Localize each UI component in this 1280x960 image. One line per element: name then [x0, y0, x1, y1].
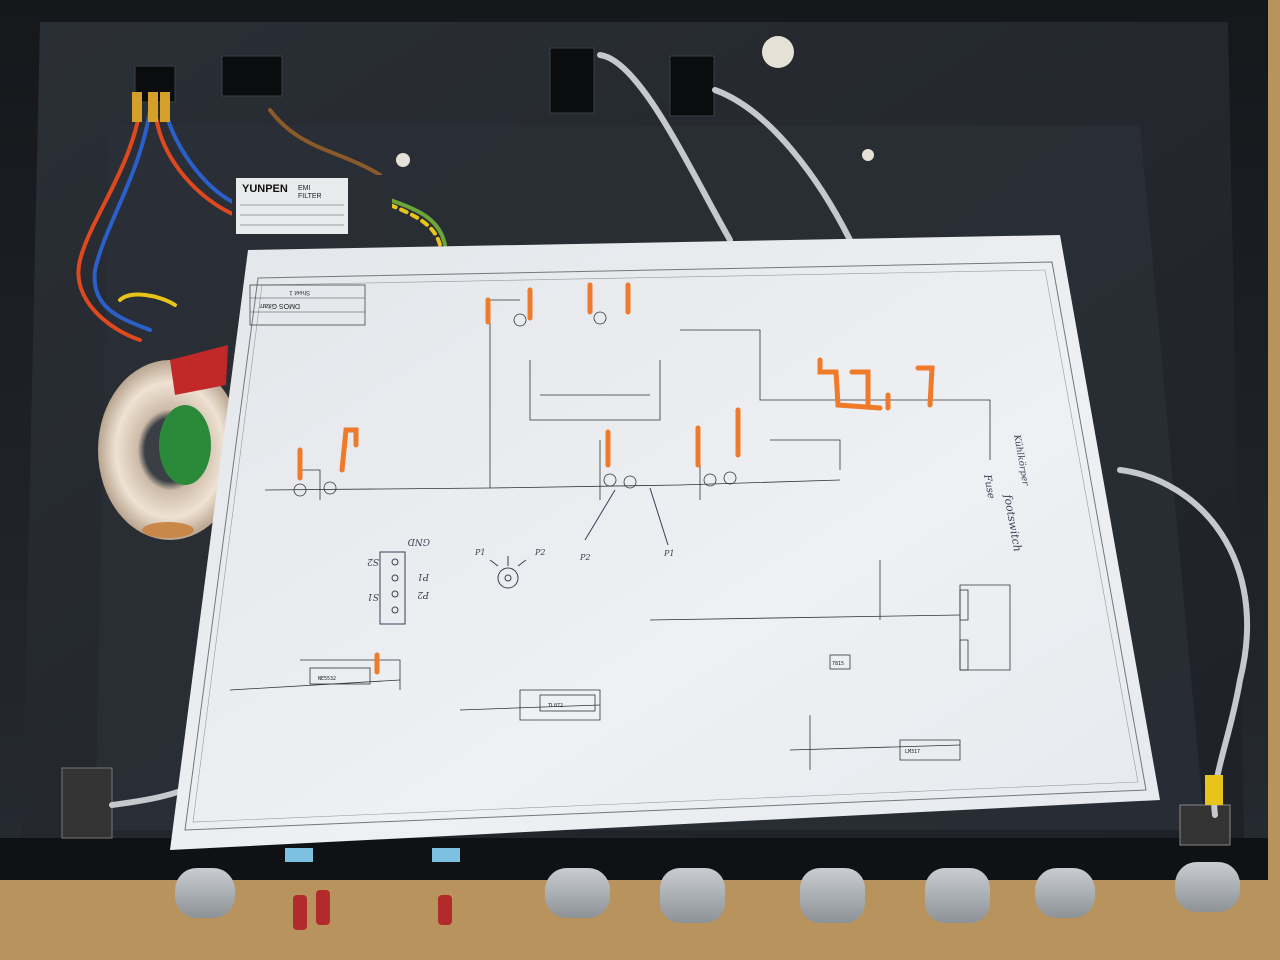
pin-s2: S2: [367, 556, 379, 566]
pin-p2: P2: [417, 589, 430, 599]
toggle-switch[interactable]: [316, 890, 330, 925]
rear-jack: [669, 55, 715, 117]
filter-brand: YUNPEN: [242, 183, 288, 195]
pot-p2: P2: [534, 548, 545, 557]
knob[interactable]: [545, 868, 610, 918]
pot-p1: P1: [474, 548, 485, 557]
arrow-sketch: [584, 487, 669, 546]
pin-gnd: GND: [408, 536, 430, 546]
schematic-sheet: DMOS Gitarr Sheet 1: [170, 235, 1160, 850]
panel-hole: [762, 36, 794, 68]
shielded-cable: [1117, 467, 1251, 818]
title-block-sheet: Sheet 1: [289, 289, 310, 295]
led-bezel: [285, 848, 313, 862]
pin-header-sketch: [379, 551, 406, 625]
rear-jack: [221, 55, 283, 97]
arrow-label-p2: P2: [579, 553, 590, 562]
title-block: DMOS Gitarr Sheet 1: [249, 284, 366, 326]
ic-label: 7815: [832, 661, 844, 667]
ic-label: NE5532: [318, 676, 336, 682]
shielded-cables: [109, 52, 1251, 818]
panel-hole: [396, 153, 410, 167]
shielded-cable: [712, 87, 853, 243]
title-block-name: DMOS Gitarr: [259, 302, 300, 309]
toggle-switches: [285, 848, 460, 930]
knob[interactable]: [175, 868, 235, 918]
filter-type-line2: FILTER: [298, 193, 322, 200]
pin-s1: S1: [367, 591, 379, 601]
schematic-frame: [184, 261, 1147, 831]
knob-row: [175, 862, 1240, 923]
knob[interactable]: [925, 868, 990, 923]
rear-jacks: [61, 36, 1231, 846]
led-bezel: [432, 848, 460, 862]
note-fuse: Fuse: [981, 473, 996, 500]
schematic-traces: [229, 299, 1011, 770]
ic-label: TL072: [548, 703, 563, 709]
knob[interactable]: [800, 868, 865, 923]
rear-jack: [549, 47, 595, 114]
toggle-switch[interactable]: [438, 895, 452, 925]
jack-socket: [61, 767, 113, 839]
panel-hole: [862, 149, 874, 161]
jack-socket: [1179, 804, 1231, 846]
arrow-label-p1: P1: [663, 549, 674, 558]
toroidal-transformer: [98, 345, 242, 540]
emi-filter: YUNPEN EMI FILTER: [232, 175, 392, 240]
knob[interactable]: [1035, 868, 1095, 918]
highlighter-marks: [297, 282, 935, 675]
pin-p1: P1: [417, 571, 430, 581]
filter-type-line1: EMI: [298, 185, 311, 192]
knob[interactable]: [1175, 862, 1240, 912]
knob[interactable]: [660, 868, 725, 923]
pot-sketch: [489, 556, 527, 589]
crimp-terminal: [160, 92, 170, 122]
toggle-switch[interactable]: [293, 895, 307, 930]
ic-label: LM317: [905, 749, 920, 755]
crimp-terminal: [132, 92, 142, 122]
shielded-cable: [597, 52, 733, 243]
mains-wiring: [76, 108, 447, 342]
crimp-terminal: [148, 92, 158, 122]
component-glyphs: [293, 311, 969, 712]
heatshrink-yellow: [1205, 775, 1223, 805]
